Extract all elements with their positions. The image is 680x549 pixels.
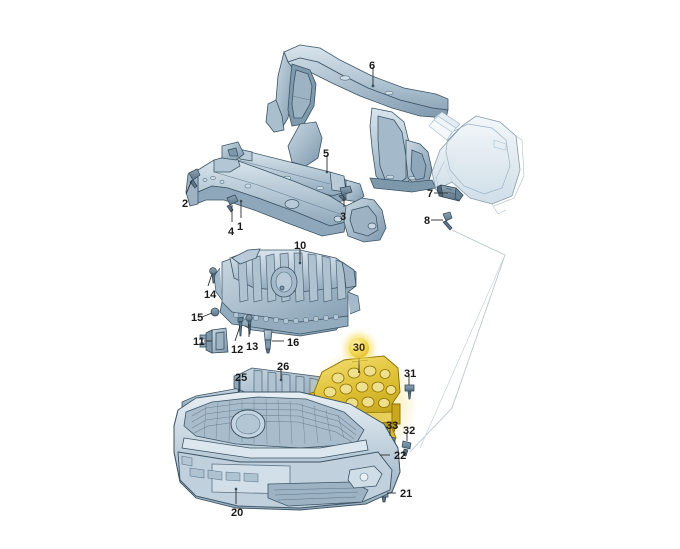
guide-line-long bbox=[409, 229, 506, 453]
part-screw-12 bbox=[237, 316, 244, 337]
callout-label-8[interactable]: 8 bbox=[424, 215, 431, 227]
callout-label-13[interactable]: 13 bbox=[246, 341, 259, 353]
callout-leader-lines bbox=[185, 67, 448, 504]
callout-label-26[interactable]: 26 bbox=[277, 361, 290, 373]
callout-label-4[interactable]: 4 bbox=[228, 226, 235, 238]
part-retainer-clip-16 bbox=[263, 329, 273, 354]
part-clip-bracket-11 bbox=[199, 327, 229, 354]
highlight-badge-30[interactable]: 30 bbox=[349, 338, 369, 358]
callout-label-12[interactable]: 12 bbox=[231, 344, 244, 356]
callout-label-32[interactable]: 32 bbox=[403, 425, 416, 437]
part-bracket-screw-32 bbox=[401, 440, 412, 457]
part-bracket-screw-31 bbox=[404, 384, 415, 400]
part-front-fender bbox=[428, 111, 525, 215]
part-fender-bracket-7 bbox=[436, 184, 464, 202]
part-upper-crossmember bbox=[265, 44, 449, 193]
callout-label-5[interactable]: 5 bbox=[323, 148, 330, 160]
callout-label-14[interactable]: 14 bbox=[204, 289, 217, 301]
part-bolt-4 bbox=[226, 194, 239, 213]
callout-label-15[interactable]: 15 bbox=[191, 312, 204, 324]
callout-label-20[interactable]: 20 bbox=[231, 507, 244, 519]
part-bolt-2 bbox=[188, 168, 201, 189]
callout-label-1[interactable]: 1 bbox=[237, 221, 244, 233]
callout-label-3[interactable]: 3 bbox=[340, 211, 347, 223]
callout-label-22[interactable]: 22 bbox=[394, 450, 407, 462]
part-screw-14 bbox=[209, 267, 217, 284]
callout-label-25[interactable]: 25 bbox=[235, 372, 248, 384]
part-fender-bolt-8 bbox=[442, 211, 453, 231]
callout-label-10[interactable]: 10 bbox=[294, 240, 307, 252]
callout-label-31[interactable]: 31 bbox=[404, 368, 417, 380]
guide-line-long-2 bbox=[419, 254, 506, 449]
part-front-bumper-cover bbox=[173, 391, 401, 511]
callout-label-33[interactable]: 33 bbox=[386, 420, 399, 432]
callout-label-21[interactable]: 21 bbox=[400, 488, 413, 500]
callout-label-7[interactable]: 7 bbox=[427, 188, 434, 200]
callout-label-16[interactable]: 16 bbox=[287, 337, 300, 349]
callout-label-6[interactable]: 6 bbox=[369, 60, 376, 72]
part-radiator-air-guide-frame bbox=[213, 248, 361, 337]
callout-label-2[interactable]: 2 bbox=[182, 198, 189, 210]
part-grommet-15 bbox=[210, 307, 220, 317]
callout-label-11[interactable]: 11 bbox=[193, 336, 205, 348]
